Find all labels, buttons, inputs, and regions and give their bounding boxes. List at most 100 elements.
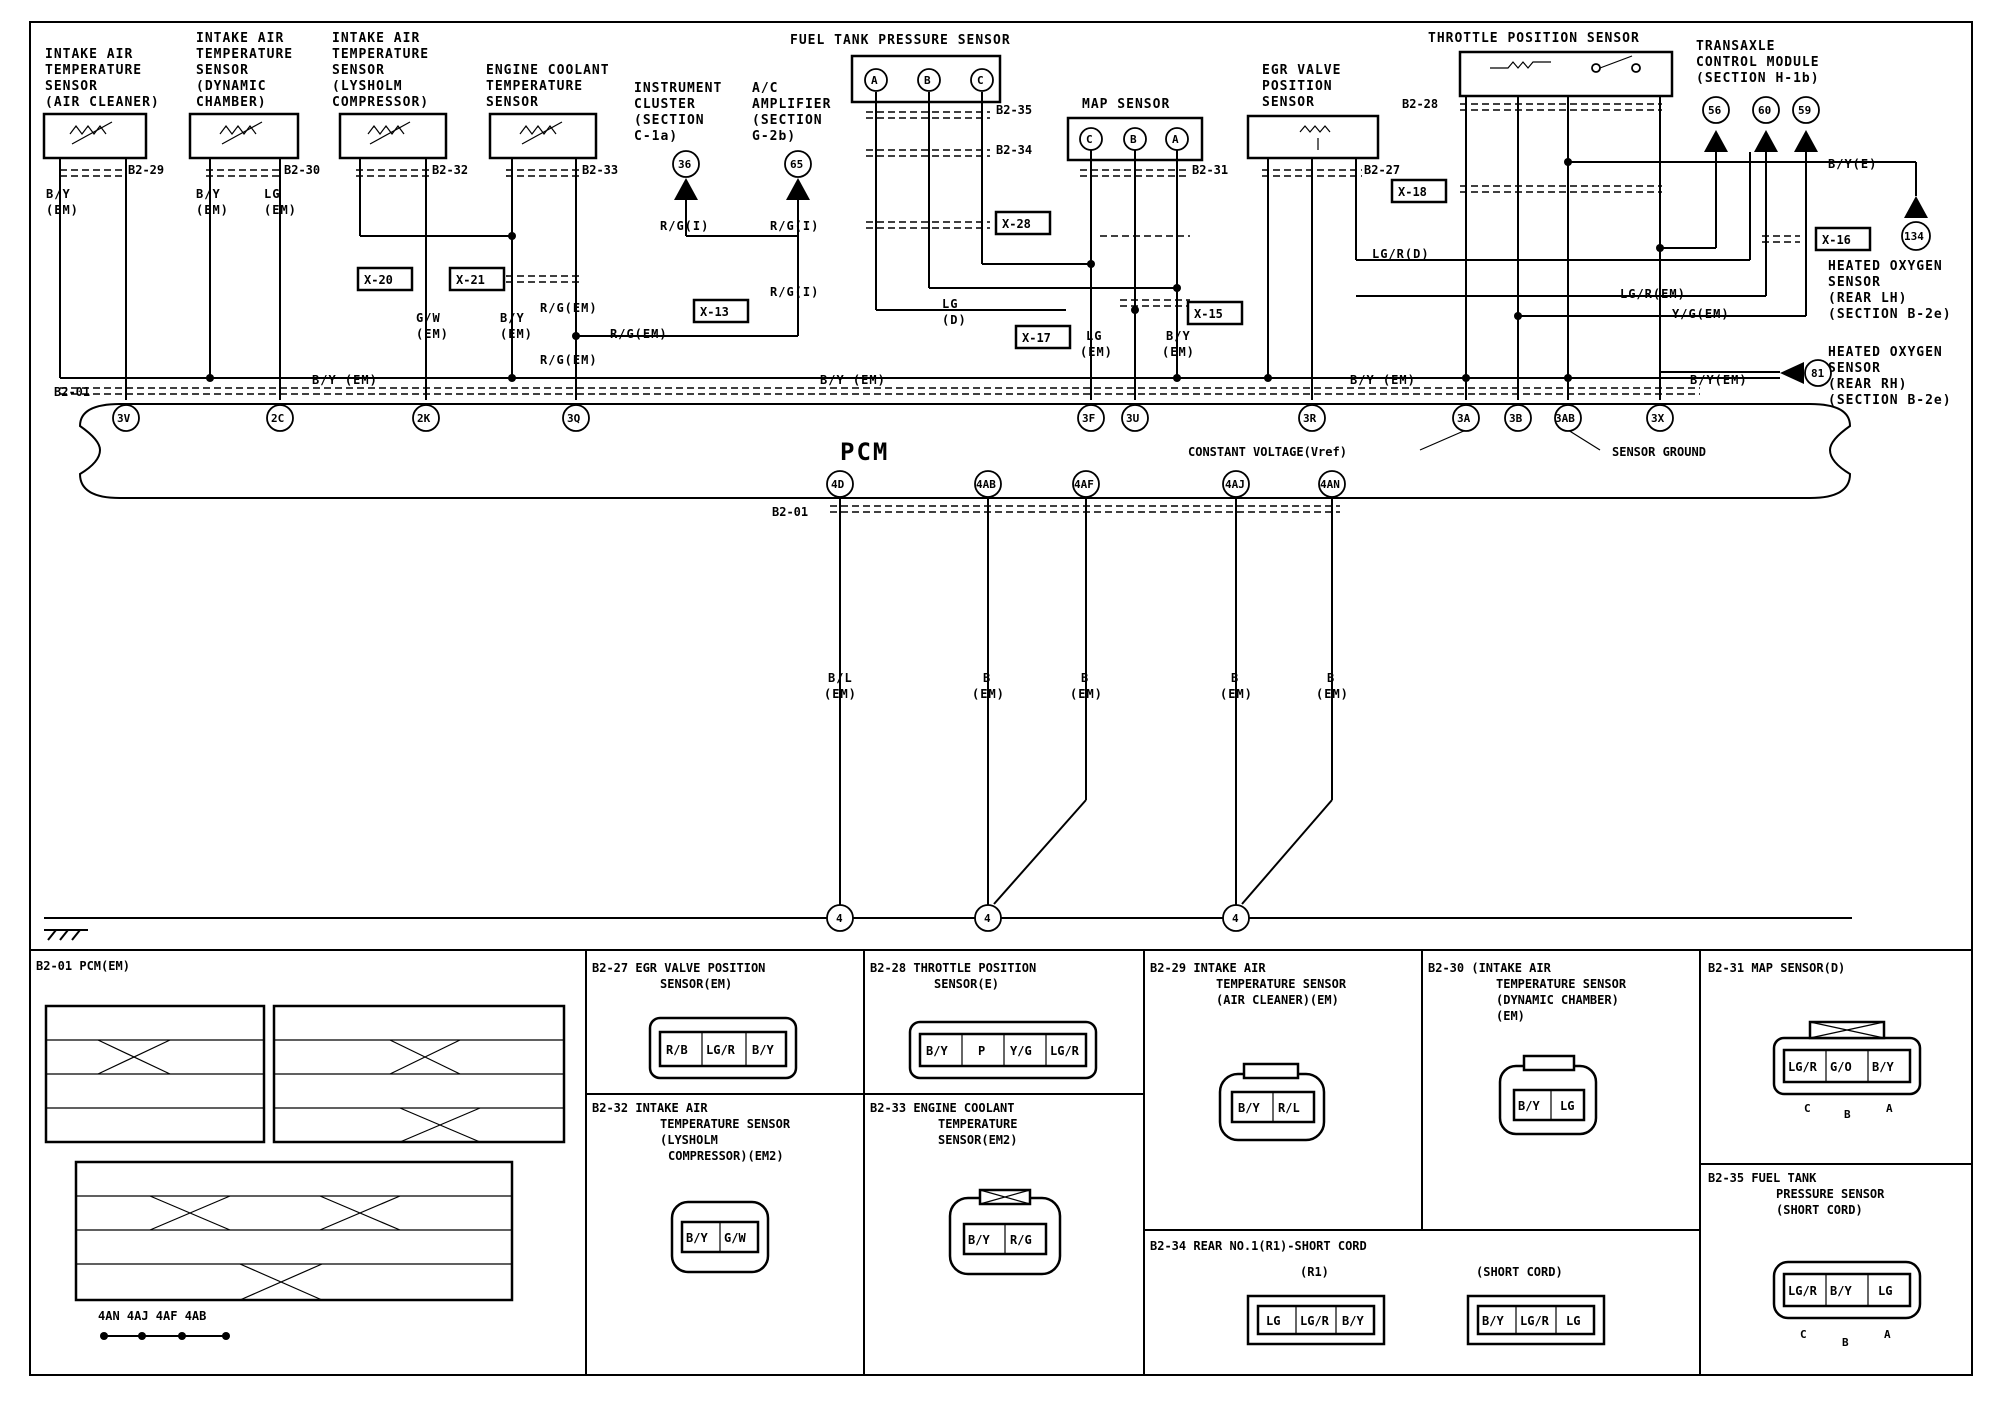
svg-text:B/Y: B/Y	[1872, 1060, 1894, 1074]
svg-text:B2-33 ENGINE COOLANT: B2-33 ENGINE COOLANT	[870, 1101, 1015, 1115]
instrument-cluster-label: INSTRUMENT CLUSTER (SECTION C-1a)	[634, 81, 721, 144]
svg-text:(EM): (EM)	[1496, 1009, 1525, 1023]
svg-text:TEMPERATURE SENSOR: TEMPERATURE SENSOR	[660, 1117, 791, 1131]
svg-text:2K: 2K	[417, 412, 431, 425]
svg-text:(EM): (EM)	[1162, 345, 1195, 359]
panel-b229-title: B2-29 INTAKE AIR TEMPERATURE SENSOR (AIR…	[1150, 961, 1347, 1007]
iat-dynamic-box	[188, 112, 300, 160]
svg-text:R/G: R/G	[1010, 1233, 1032, 1247]
svg-text:R/G(EM): R/G(EM)	[540, 353, 598, 367]
svg-text:B: B	[924, 74, 931, 87]
b234-short-connector: B/Y LG/R LG	[1466, 1294, 1606, 1346]
svg-text:(EM): (EM)	[1316, 687, 1349, 701]
svg-text:R/B: R/B	[666, 1043, 688, 1057]
svg-text:G/O: G/O	[1830, 1060, 1852, 1074]
svg-text:LG: LG	[264, 187, 280, 201]
svg-text:CONTROL MODULE: CONTROL MODULE	[1696, 55, 1820, 70]
svg-text:TEMPERATURE: TEMPERATURE	[332, 47, 429, 62]
svg-text:HEATED OXYGEN: HEATED OXYGEN	[1828, 259, 1943, 274]
svg-text:CHAMBER): CHAMBER)	[196, 95, 267, 110]
svg-text:ENGINE COOLANT: ENGINE COOLANT	[486, 63, 610, 78]
map-sensor-label: MAP SENSOR	[1082, 97, 1170, 112]
bridge-label: 4AN 4AJ 4AF 4AB	[98, 1309, 206, 1323]
ho2s-lh-label: HEATED OXYGEN SENSOR (REAR LH) (SECTION …	[1828, 259, 1951, 322]
svg-text:4AN: 4AN	[1320, 478, 1340, 491]
svg-text:(EM): (EM)	[416, 327, 449, 341]
svg-text:3B: 3B	[1509, 412, 1523, 425]
svg-text:X-17: X-17	[1022, 331, 1051, 345]
svg-text:R/L: R/L	[1278, 1101, 1300, 1115]
svg-text:AMPLIFIER: AMPLIFIER	[752, 97, 831, 112]
svg-text:B: B	[1842, 1336, 1849, 1349]
svg-text:A: A	[1172, 133, 1179, 146]
svg-text:COMPRESSOR)(EM2): COMPRESSOR)(EM2)	[668, 1149, 784, 1163]
splice-boxes: X-20 X-21 X-13 X-28 X-17 X-15 X-18 X-16	[356, 178, 1872, 350]
pcm-label: PCM	[840, 438, 889, 466]
svg-text:PRESSURE SENSOR: PRESSURE SENSOR	[1776, 1187, 1885, 1201]
svg-text:B2-32: B2-32	[432, 163, 468, 177]
svg-text:65: 65	[790, 158, 803, 171]
svg-text:4: 4	[836, 912, 843, 925]
svg-text:C: C	[1086, 133, 1093, 146]
svg-text:(LYSHOLM: (LYSHOLM	[332, 79, 403, 94]
panel-b234-title: B2-34 REAR NO.1(R1)-SHORT CORD	[1150, 1239, 1367, 1253]
pcm-block	[78, 403, 1852, 499]
svg-text:COMPRESSOR): COMPRESSOR)	[332, 95, 429, 110]
pcm-connector-face	[44, 1004, 566, 1302]
iat-air-cleaner-box	[42, 112, 148, 160]
svg-text:R/G(I): R/G(I)	[770, 285, 819, 299]
svg-text:B2-29: B2-29	[128, 163, 164, 177]
ect-box	[488, 112, 598, 160]
svg-text:TRANSAXLE: TRANSAXLE	[1696, 39, 1775, 54]
svg-text:2C: 2C	[271, 412, 284, 425]
svg-text:(AIR CLEANER): (AIR CLEANER)	[45, 95, 160, 110]
b227-connector: R/B LG/R B/Y	[648, 1016, 798, 1080]
b228-connector: B/Y P Y/G LG/R	[908, 1020, 1098, 1080]
svg-text:R/G(EM): R/G(EM)	[610, 327, 668, 341]
svg-text:X-15: X-15	[1194, 307, 1223, 321]
svg-text:TEMPERATURE: TEMPERATURE	[196, 47, 293, 62]
svg-text:SENSOR: SENSOR	[1828, 275, 1881, 290]
instrument-cluster-ref: 36	[672, 150, 700, 200]
svg-text:G-2b): G-2b)	[752, 129, 796, 144]
svg-text:3U: 3U	[1126, 412, 1140, 425]
ho2s-rh-label: HEATED OXYGEN SENSOR (REAR RH) (SECTION …	[1828, 345, 1951, 408]
svg-text:X-20: X-20	[364, 273, 393, 287]
svg-text:G/W: G/W	[724, 1231, 746, 1245]
panel-b228-title: B2-28 THROTTLE POSITION SENSOR(E)	[870, 961, 1036, 991]
iat-dynamic-label: INTAKE AIR TEMPERATURE SENSOR (DYNAMIC C…	[196, 31, 293, 110]
panel-b230-title: B2-30 (INTAKE AIR TEMPERATURE SENSOR (DY…	[1428, 961, 1627, 1023]
svg-text:C: C	[1804, 1102, 1811, 1115]
svg-text:A: A	[871, 74, 878, 87]
svg-text:LG/R: LG/R	[706, 1043, 736, 1057]
svg-text:B/Y: B/Y	[968, 1233, 990, 1247]
svg-text:3R: 3R	[1303, 412, 1317, 425]
ect-label: ENGINE COOLANT TEMPERATURE SENSOR	[486, 63, 610, 110]
svg-text:G/W: G/W	[416, 311, 441, 325]
svg-text:SENSOR: SENSOR	[1828, 361, 1881, 376]
svg-text:LG/R: LG/R	[1788, 1060, 1818, 1074]
panel-b227-title: B2-27 EGR VALVE POSITION SENSOR(EM)	[592, 961, 765, 991]
svg-text:Y/G(EM): Y/G(EM)	[1672, 307, 1730, 321]
svg-text:B/Y: B/Y	[752, 1043, 774, 1057]
svg-text:4: 4	[1232, 912, 1239, 925]
svg-text:B/Y(E): B/Y(E)	[1828, 157, 1877, 171]
svg-text:INTAKE AIR: INTAKE AIR	[332, 31, 420, 46]
sensor-ground-label: SENSOR GROUND	[1612, 445, 1706, 459]
svg-text:LG/R: LG/R	[1050, 1044, 1080, 1058]
svg-text:X-21: X-21	[456, 273, 485, 287]
svg-text:TEMPERATURE SENSOR: TEMPERATURE SENSOR	[1216, 977, 1347, 991]
svg-text:TEMPERATURE: TEMPERATURE	[45, 63, 142, 78]
svg-text:P: P	[978, 1044, 985, 1058]
svg-text:(EM): (EM)	[500, 327, 533, 341]
svg-text:B/Y: B/Y	[196, 187, 221, 201]
svg-text:56: 56	[1708, 104, 1722, 117]
svg-text:X-18: X-18	[1398, 185, 1427, 199]
svg-text:B/Y: B/Y	[1482, 1314, 1504, 1328]
svg-text:B: B	[1130, 133, 1137, 146]
svg-text:B: B	[1231, 671, 1239, 685]
svg-text:TEMPERATURE: TEMPERATURE	[486, 79, 583, 94]
svg-text:X-28: X-28	[1002, 217, 1031, 231]
pcm-vref-leader	[1419, 429, 1601, 451]
svg-text:SENSOR(EM): SENSOR(EM)	[660, 977, 732, 991]
